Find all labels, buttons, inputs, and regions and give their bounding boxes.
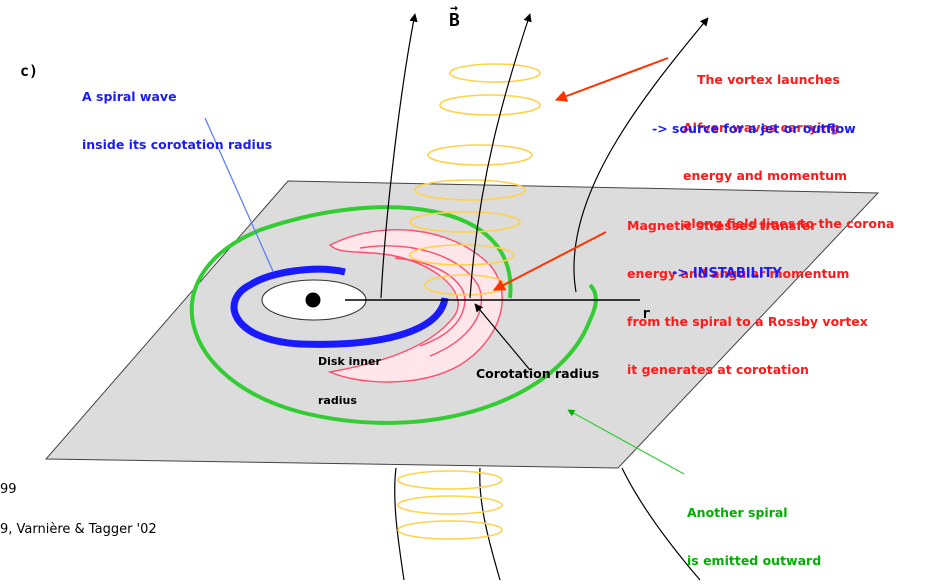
- central-object: [305, 292, 321, 308]
- another-spiral-line: is emitted outward: [687, 553, 822, 568]
- footer-fragment-2: 9, Varnière & Tagger '02: [0, 522, 157, 537]
- magnetic-line: Magnetic stresses transfer: [627, 218, 817, 233]
- instability-annotation: -> INSTABILITY: [672, 266, 782, 281]
- vortex-line: The vortex launches: [697, 72, 840, 87]
- vortex-annotation: The vortex launches Alfven waves carryin…: [683, 40, 894, 248]
- another-spiral-line: Another spiral: [687, 505, 788, 520]
- spiral-wave-annotation: A spiral wave inside its corotation radi…: [82, 57, 272, 169]
- field-axis-label: → B: [449, 1, 460, 31]
- green-outer-spiral: [189, 205, 598, 425]
- vortex-pointer: [554, 57, 669, 102]
- vortex-line: Alfven waves carrying: [683, 120, 840, 135]
- field-symbol: B: [449, 10, 460, 31]
- magnetic-line: from the spiral to a Rossby vortex: [627, 314, 868, 329]
- panel-label: c): [20, 62, 39, 80]
- lower-helix: [397, 470, 503, 540]
- corotation-radius-label: Corotation radius: [476, 366, 600, 381]
- magnetic-line: energy and angular momentum: [627, 266, 850, 281]
- footer-fragment-1: 99: [0, 482, 17, 497]
- another-spiral-pointer: [567, 409, 685, 475]
- field-vector-mark: →: [450, 1, 458, 16]
- lower-field-lines: [394, 467, 701, 581]
- disk-inner-line: Disk inner: [318, 355, 381, 368]
- another-spiral-annotation: Another spiral is emitted outward: [687, 473, 821, 585]
- blue-inner-spiral: [230, 265, 449, 348]
- disk-inner-line: radius: [318, 394, 357, 407]
- spiral-wave-pointer: [204, 117, 277, 279]
- vortex-line: along field lines to the corona: [683, 216, 895, 231]
- magnetic-pointer: [492, 231, 607, 291]
- magnetic-line: it generates at corotation: [627, 362, 809, 377]
- disk-inner-radius-label: Disk inner radius: [318, 329, 381, 420]
- corotation-pointer: [474, 303, 531, 371]
- radial-axis-label: r: [642, 306, 651, 322]
- magnetic-annotation: Magnetic stresses transfer energy and an…: [627, 186, 868, 394]
- spiral-wave-line: inside its corotation radius: [82, 137, 273, 152]
- jet-annotation: -> source for a jet or outflow: [652, 121, 856, 136]
- spiral-wave-line: A spiral wave: [82, 89, 177, 104]
- vortex-line: energy and momentum: [683, 168, 848, 183]
- upper-field-lines: [380, 13, 709, 299]
- upper-helix: [409, 63, 541, 296]
